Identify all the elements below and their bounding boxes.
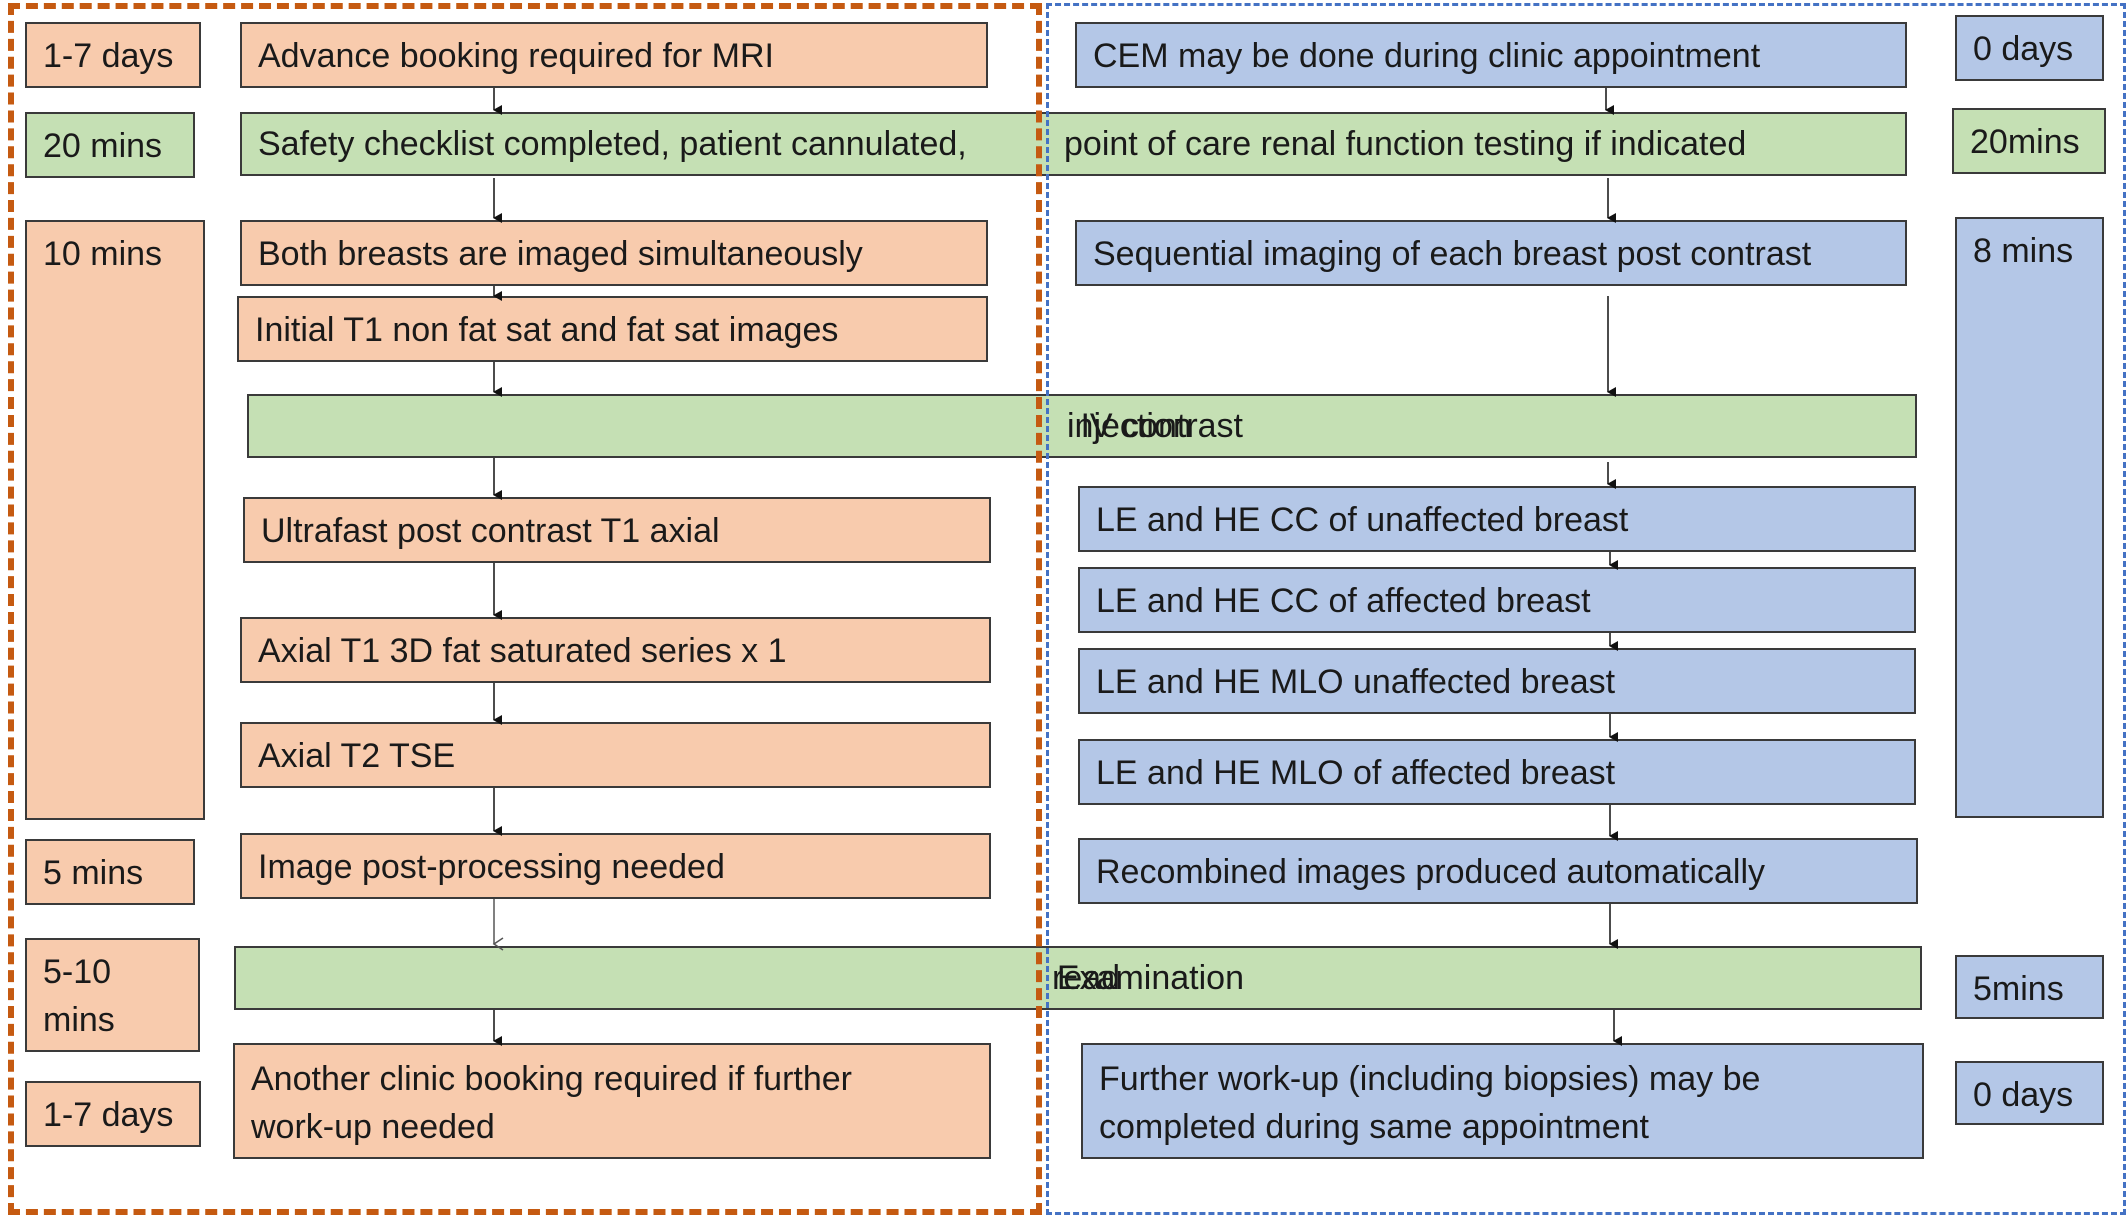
mri-time-booking-text: 1-7 days [43, 37, 174, 75]
cem-time-safety: 20mins [1952, 108, 2106, 174]
cem-time-imaging: 8 mins [1955, 217, 2104, 818]
mri-time-read-text: 5-10 mins [43, 953, 115, 1039]
shared-contrast-right-text: injection [1067, 407, 1192, 445]
cem-step-mlo-affected-text: LE and HE MLO of affected breast [1096, 754, 1616, 792]
cem-step-booking-text: CEM may be done during clinic appointmen… [1093, 37, 1761, 75]
mri-time-followup: 1-7 days [25, 1081, 201, 1147]
cem-step-cc-affected: LE and HE CC of affected breast [1078, 567, 1916, 633]
mri-step-axial-t1-text: Axial T1 3D fat saturated series x 1 [258, 632, 787, 670]
mri-step-booking: Advance booking required for MRI [240, 22, 988, 88]
cem-step-sequential: Sequential imaging of each breast post c… [1075, 220, 1907, 286]
mri-step-ultrafast: Ultrafast post contrast T1 axial [243, 497, 991, 563]
mri-step-booking-text: Advance booking required for MRI [258, 37, 774, 75]
cem-step-cc-affected-text: LE and HE CC of affected breast [1096, 582, 1591, 620]
mri-step-followup-line1: Another clinic booking required if furth… [251, 1060, 852, 1098]
mri-step-ultrafast-text: Ultrafast post contrast T1 axial [261, 512, 720, 550]
shared-safety-bar: Safety checklist completed, patient cann… [240, 112, 1907, 176]
mri-time-followup-text: 1-7 days [43, 1096, 174, 1134]
cem-step-sequential-text: Sequential imaging of each breast post c… [1093, 235, 1812, 273]
mri-step-followup: Another clinic booking required if furth… [233, 1043, 991, 1159]
mri-time-imaging-text: 10 mins [43, 235, 163, 273]
mri-step-followup-line2: work-up needed [251, 1108, 495, 1146]
cem-step-recombined: Recombined images produced automatically [1078, 838, 1918, 904]
shared-contrast-left-text: IV contrast [1080, 407, 1243, 445]
cem-step-mlo-unaffected-text: LE and HE MLO unaffected breast [1096, 663, 1616, 701]
cem-time-read: 5mins [1955, 955, 2104, 1019]
mri-step-axial-t2: Axial T2 TSE [240, 722, 991, 788]
mri-time-read: 5-10 mins [25, 938, 200, 1052]
mri-step-both-breasts-text: Both breasts are imaged simultaneously [258, 235, 863, 273]
shared-read-right-text: read [1052, 959, 1121, 997]
cem-step-booking: CEM may be done during clinic appointmen… [1075, 22, 1907, 88]
mri-step-postproc-text: Image post-processing needed [258, 848, 725, 886]
cem-time-followup: 0 days [1955, 1061, 2104, 1125]
cem-step-recombined-text: Recombined images produced automatically [1096, 853, 1766, 891]
mri-pathway-frame [8, 3, 1042, 1215]
mri-time-imaging: 10 mins [25, 220, 205, 820]
mri-time-postproc-text: 5 mins [43, 854, 144, 892]
cem-time-imaging-text: 8 mins [1973, 232, 2074, 270]
mri-time-safety: 20 mins [25, 112, 195, 178]
cem-step-mlo-unaffected: LE and HE MLO unaffected breast [1078, 648, 1916, 714]
cem-time-followup-text: 0 days [1973, 1076, 2074, 1114]
cem-time-booking-text: 0 days [1973, 30, 2074, 68]
mri-time-booking: 1-7 days [25, 22, 201, 88]
mri-step-axial-t2-text: Axial T2 TSE [258, 737, 456, 775]
cem-pathway-frame [1046, 3, 2126, 1215]
shared-read-bar: Examination read [234, 946, 1922, 1010]
cem-step-cc-unaffected: LE and HE CC of unaffected breast [1078, 486, 1916, 552]
mri-time-postproc: 5 mins [25, 839, 195, 905]
cem-step-followup: Further work-up (including biopsies) may… [1081, 1043, 1924, 1159]
cem-step-followup-line1: Further work-up (including biopsies) may… [1099, 1060, 1761, 1098]
shared-contrast-bar: IV contrast injection [247, 394, 1917, 458]
shared-safety-right-text: point of care renal function testing if … [1064, 125, 1747, 163]
cem-time-booking: 0 days [1955, 15, 2104, 81]
shared-safety-left-text: Safety checklist completed, patient cann… [258, 125, 967, 163]
shared-read-left-text: Examination [1056, 959, 1244, 997]
mri-step-axial-t1: Axial T1 3D fat saturated series x 1 [240, 617, 991, 683]
mri-step-initial-t1-text: Initial T1 non fat sat and fat sat image… [255, 311, 839, 349]
mri-step-both-breasts: Both breasts are imaged simultaneously [240, 220, 988, 286]
cem-time-safety-text: 20mins [1970, 123, 2080, 161]
mri-step-initial-t1: Initial T1 non fat sat and fat sat image… [237, 296, 988, 362]
mri-step-postproc: Image post-processing needed [240, 833, 991, 899]
cem-step-followup-line2: completed during same appointment [1099, 1108, 1649, 1146]
cem-step-cc-unaffected-text: LE and HE CC of unaffected breast [1096, 501, 1629, 539]
cem-time-read-text: 5mins [1973, 970, 2064, 1008]
mri-time-safety-text: 20 mins [43, 127, 163, 165]
cem-step-mlo-affected: LE and HE MLO of affected breast [1078, 739, 1916, 805]
